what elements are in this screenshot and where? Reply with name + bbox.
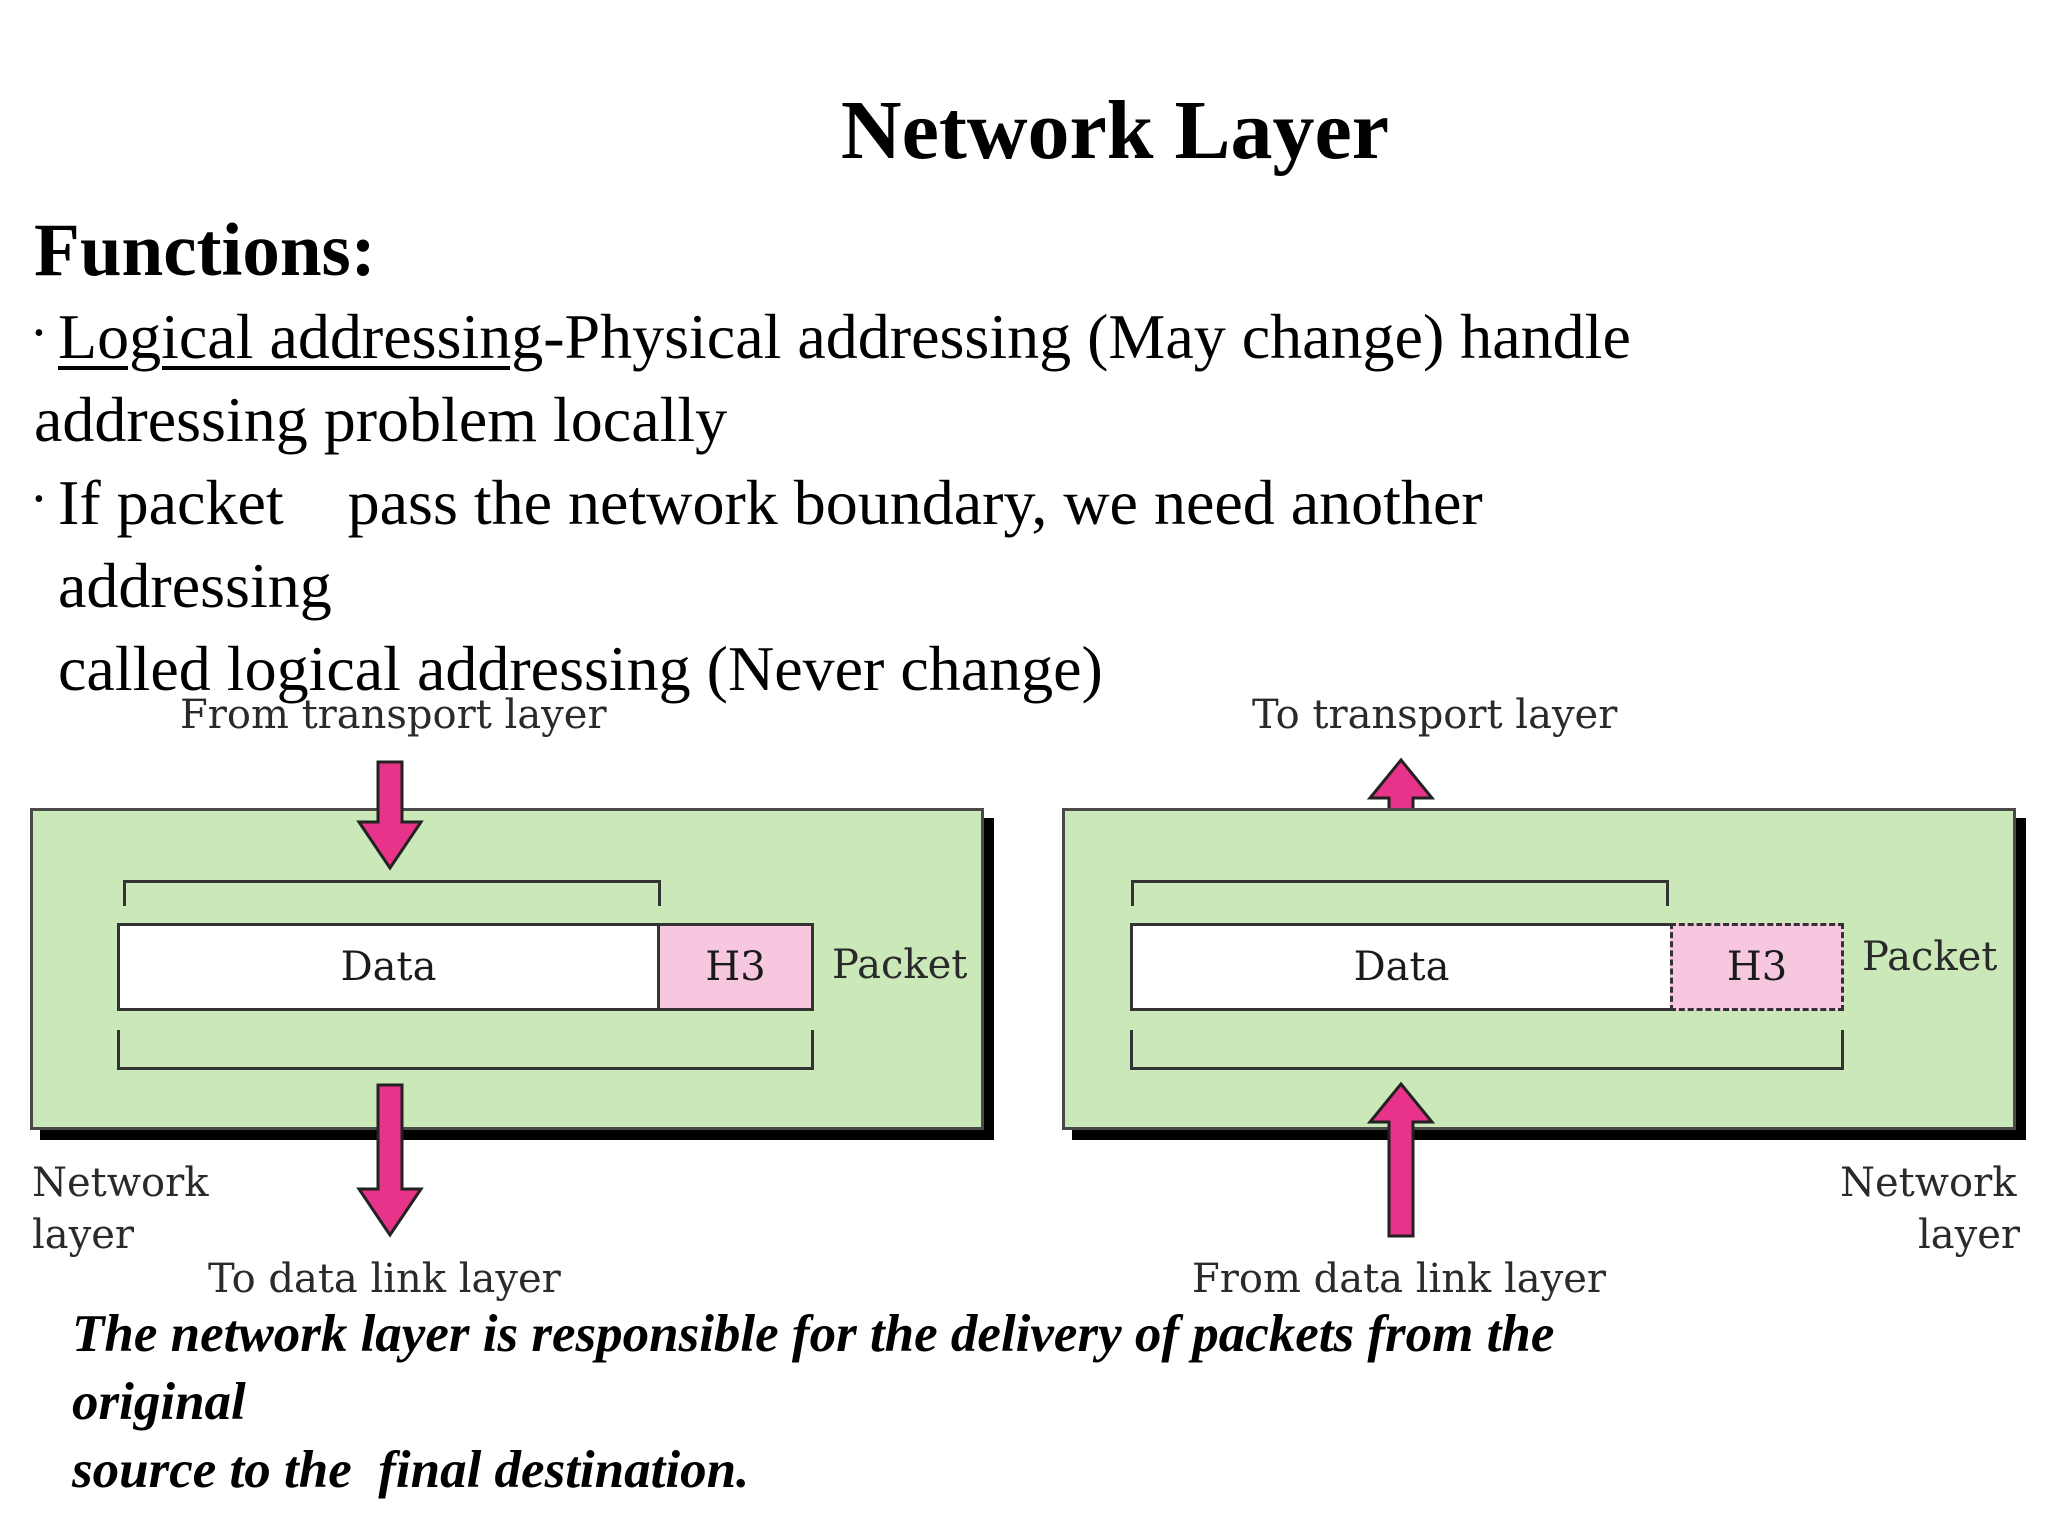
bullet-dot-1: •	[34, 318, 44, 349]
bullet-1-rest: -Physical addressing (May change) handle	[543, 301, 1631, 372]
receiver-packet-label: Packet	[1862, 934, 1998, 980]
sender-bottom-label: To data link layer	[208, 1256, 561, 1302]
sender-side-label-line-2: layer	[32, 1212, 135, 1258]
sender-h3-header-cell: H3	[657, 923, 814, 1011]
sender-data-bracket	[123, 880, 661, 906]
bullet-1-line-2: addressing problem locally	[34, 384, 728, 455]
sender-data-cell: Data	[117, 923, 660, 1011]
receiver-data-cell: Data	[1130, 923, 1673, 1011]
bullet-2-line-3: called logical addressing (Never change)	[58, 633, 1103, 704]
logical-addressing-term: Logical addressing	[58, 301, 544, 372]
receiver-side-label-line-2: layer	[1918, 1212, 2021, 1258]
receiver-top-label: To transport layer	[1252, 692, 1618, 738]
receiver-packet-bracket	[1130, 1030, 1844, 1070]
sender-packet-label: Packet	[832, 942, 968, 988]
sender-packet-bracket	[117, 1030, 814, 1070]
bullet-dot-2: •	[34, 484, 44, 515]
receiver-h3-header-cell: H3	[1670, 923, 1844, 1011]
sender-down-arrow-in	[356, 760, 424, 871]
sender-side-label-line-1: Network	[32, 1160, 209, 1206]
receiver-bottom-label: From data link layer	[1192, 1256, 1607, 1302]
sender-down-arrow-out	[356, 1083, 424, 1238]
caption-line-1: The network layer is responsible for the…	[72, 1305, 1555, 1363]
receiver-data-bracket	[1131, 880, 1669, 906]
slide-title: Network Layer	[840, 84, 1390, 177]
receiver-side-label-line-1: Network	[1840, 1160, 2017, 1206]
caption-line-3: source to the final destination.	[72, 1441, 750, 1499]
bullet-2-line-1: If packet pass the network boundary, we …	[58, 467, 1483, 538]
bullet-1-line-1: Logical addressing-Physical addressing (…	[58, 300, 1631, 374]
bullet-2-line-2: addressing	[58, 550, 332, 621]
caption-line-2: original	[72, 1373, 246, 1431]
functions-heading: Functions:	[34, 209, 376, 292]
receiver-up-arrow-in	[1366, 1081, 1436, 1238]
sender-top-label: From transport layer	[180, 692, 607, 738]
